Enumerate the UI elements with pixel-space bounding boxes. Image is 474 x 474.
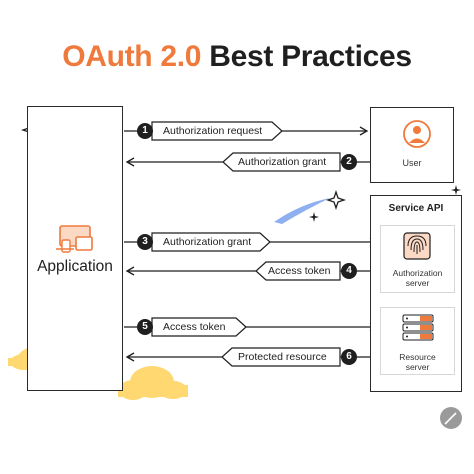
resource-server-line2: server (405, 362, 430, 372)
service-api-label: Service API (388, 203, 444, 214)
step-3-label: Authorization grant (163, 236, 252, 248)
step-1-label: Authorization request (163, 125, 263, 137)
title-rest: Best Practices (209, 40, 412, 73)
user-box (370, 107, 454, 183)
application-label: Application (37, 258, 113, 275)
resource-server-line1: Resource (399, 352, 436, 362)
resource-server-label: Resource server (380, 352, 455, 372)
tag-step-2 (222, 152, 341, 172)
sparkle-icon-2 (325, 189, 347, 211)
authorization-server-line1: Authorization (392, 268, 443, 278)
step-3-badge: 3 (137, 234, 153, 250)
step-4-label: Access token (268, 265, 331, 277)
tag-step-6 (221, 347, 341, 367)
page-title: OAuth 2.0 Best Practices (0, 40, 474, 74)
sparkle-icon-4 (451, 185, 461, 195)
tag-step-1 (151, 121, 283, 141)
step-6-badge: 6 (341, 349, 357, 365)
user-label: User (402, 158, 422, 168)
title-accent: OAuth 2.0 (62, 40, 202, 73)
authorization-server-label: Authorization server (380, 268, 455, 288)
authorization-server-line2: server (405, 278, 430, 288)
step-2-badge: 2 (341, 154, 357, 170)
tag-step-3 (151, 232, 271, 252)
edit-button-bg (440, 407, 462, 429)
tag-step-5 (151, 317, 247, 337)
step-4-badge: 4 (341, 263, 357, 279)
step-2-label: Authorization grant (238, 156, 327, 168)
step-5-label: Access token (163, 321, 226, 333)
step-6-label: Protected resource (238, 351, 327, 363)
tag-step-4 (255, 261, 341, 281)
cloud-bottom-decoration (118, 366, 188, 400)
step-1-badge: 1 (137, 123, 153, 139)
swoosh-decoration (274, 198, 330, 224)
application-box (27, 106, 123, 391)
step-5-badge: 5 (137, 319, 153, 335)
sparkle-icon-3 (309, 212, 319, 222)
